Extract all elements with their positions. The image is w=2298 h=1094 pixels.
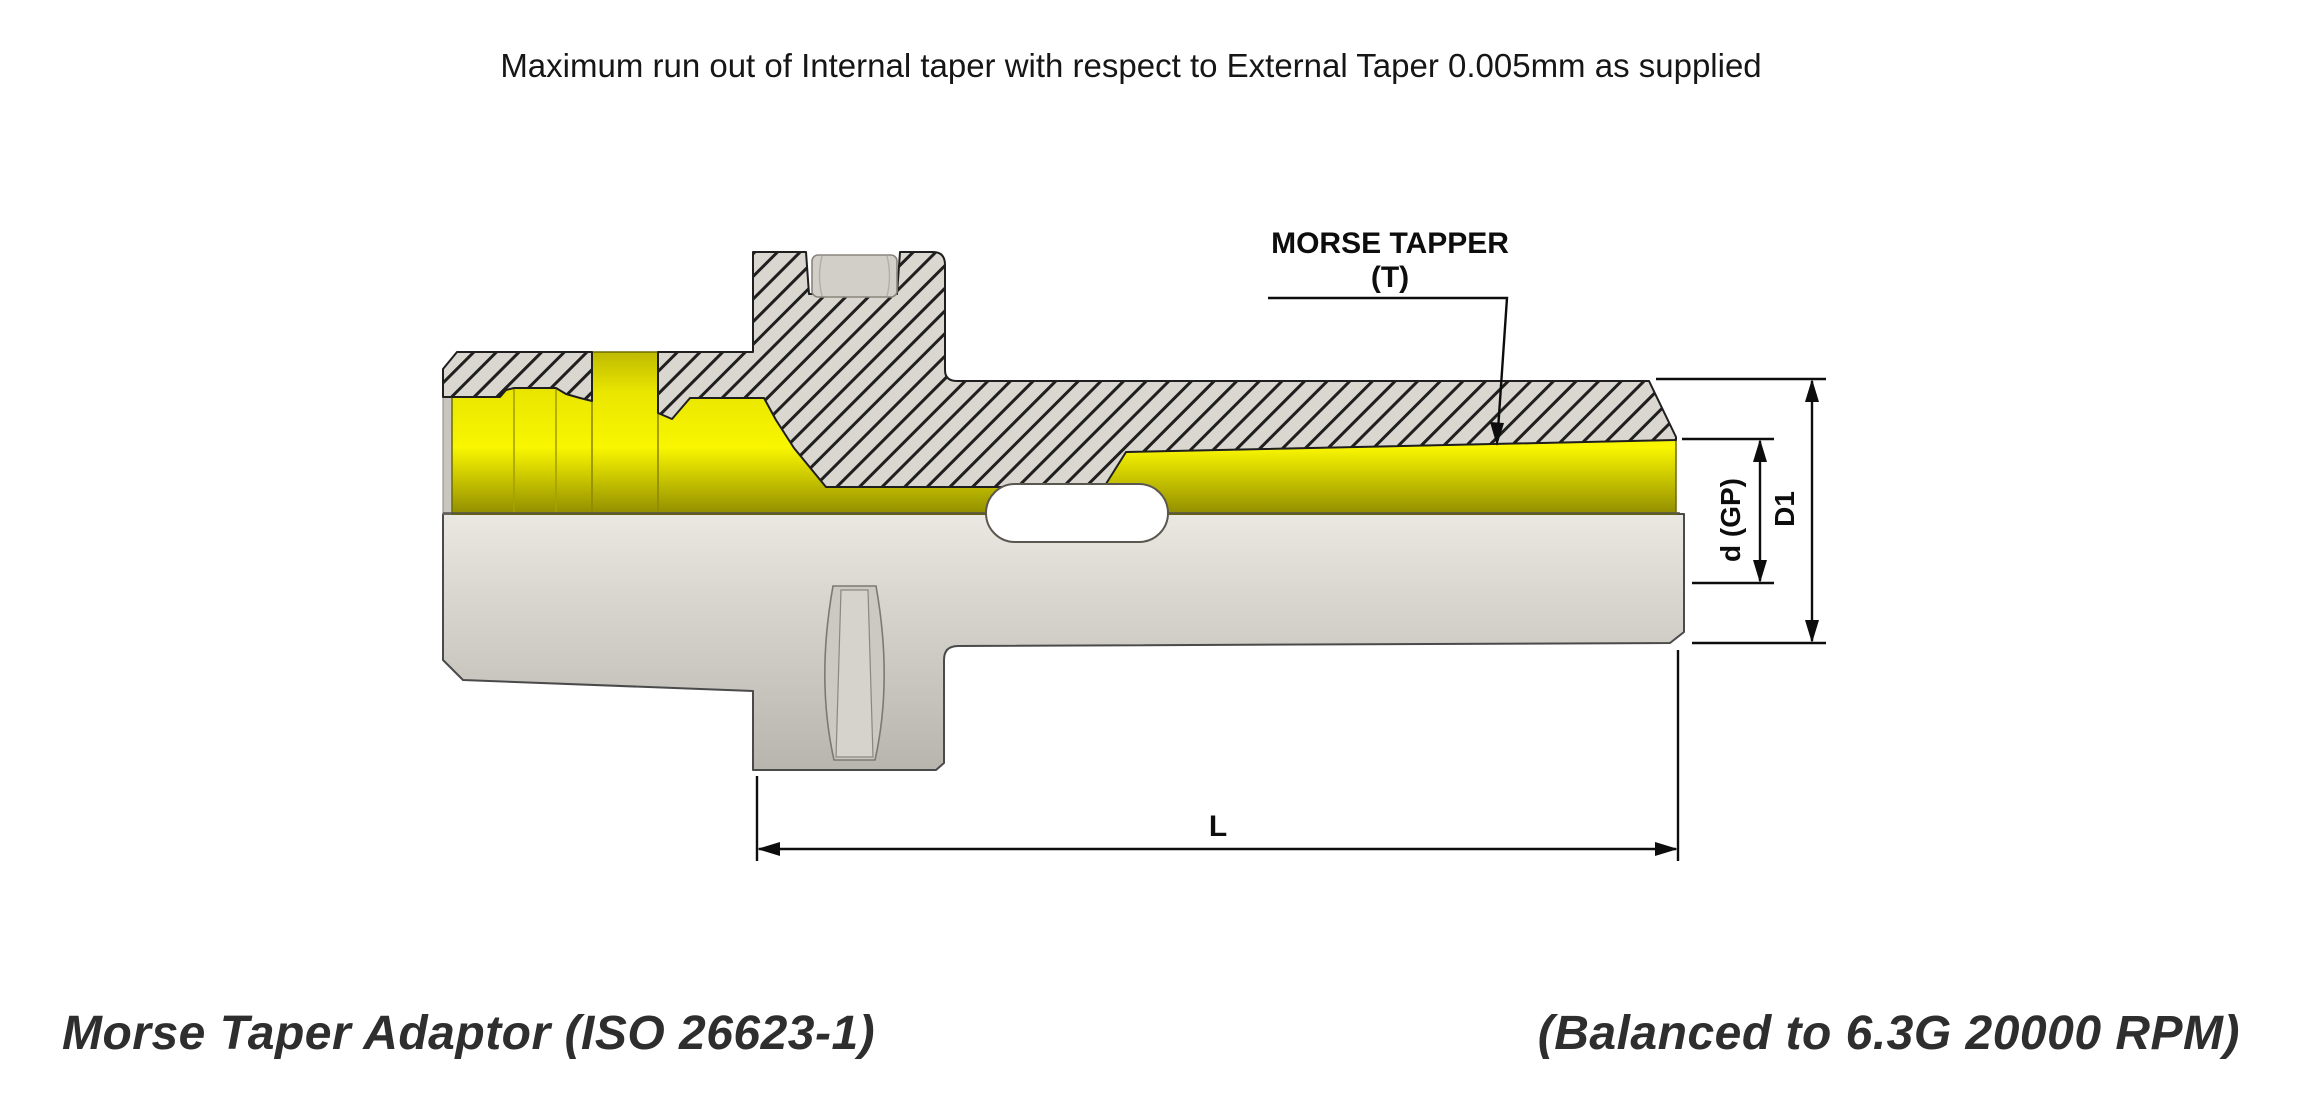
hatch-wall-main xyxy=(657,251,1677,488)
hatch-wall-left xyxy=(442,351,593,402)
leader-arrowhead xyxy=(1490,422,1504,446)
l-label: L xyxy=(1209,810,1227,843)
clamping-screw-shading-right xyxy=(886,255,891,297)
body-lower-half xyxy=(442,513,1685,771)
leader-line xyxy=(1268,296,1509,431)
clamping-screw xyxy=(811,254,898,298)
morse-taper-label-line2: (T) xyxy=(1371,261,1409,294)
l-arrow-left xyxy=(757,842,780,856)
body-lower-silhouette xyxy=(442,513,1685,771)
runout-note: Maximum run out of Internal taper with r… xyxy=(500,47,1761,84)
clamping-screw-shading-left xyxy=(818,255,823,297)
d-gp-arrow-down xyxy=(1753,560,1767,583)
section-hatching xyxy=(442,251,1677,488)
d1-label: D1 xyxy=(1769,491,1800,527)
morse-taper-label-line1: MORSE TAPPER xyxy=(1271,227,1509,260)
balance-spec-title: (Balanced to 6.3G 20000 RPM) xyxy=(1538,1007,2240,1060)
morse-taper-annotation: MORSE TAPPER (T) xyxy=(1268,227,1509,446)
flange-lens-inner xyxy=(835,589,874,758)
l-arrow-right xyxy=(1655,842,1678,856)
d-gp-arrow-up xyxy=(1753,439,1767,462)
product-title: Morse Taper Adaptor (ISO 26623-1) xyxy=(62,1007,875,1060)
dimension-l: L xyxy=(755,650,1680,861)
drift-slot xyxy=(985,483,1169,543)
d-gp-label: d (GP) xyxy=(1715,478,1746,562)
d1-arrow-down xyxy=(1805,620,1819,643)
dimension-d1: D1 xyxy=(1656,377,1826,645)
dimension-d-gp: d (GP) xyxy=(1682,437,1774,585)
d1-arrow-up xyxy=(1805,379,1819,402)
